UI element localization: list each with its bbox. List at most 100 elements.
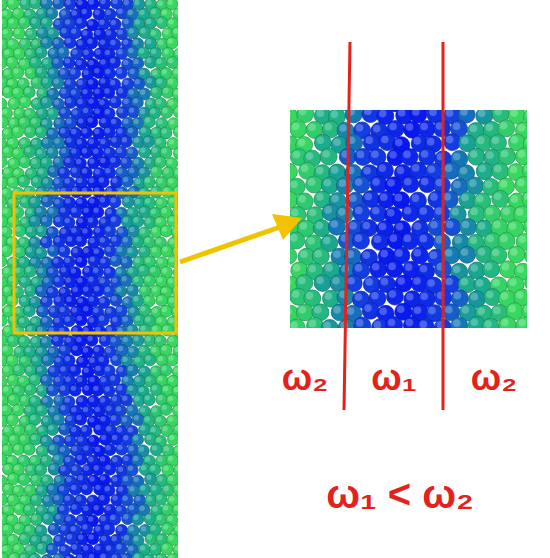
particle-highlight: [25, 147, 30, 152]
particle-highlight: [135, 316, 140, 321]
particle-highlight: [100, 258, 105, 263]
particle-body: [97, 314, 109, 326]
particle-highlight: [89, 238, 94, 243]
particle-highlight: [13, 68, 18, 73]
particle: [42, 354, 54, 366]
particle-highlight: [169, 239, 174, 244]
particle-body: [36, 305, 48, 317]
particle: [75, 314, 87, 326]
particle-highlight: [93, 268, 98, 273]
particle-highlight: [169, 139, 174, 144]
particle-highlight: [151, 9, 156, 14]
particle-highlight: [38, 386, 43, 391]
particle-highlight: [158, 356, 163, 361]
particle-highlight: [93, 386, 98, 391]
particle-highlight: [100, 237, 105, 242]
particle-body: [29, 0, 41, 9]
particle-highlight: [117, 128, 122, 133]
particle-highlight: [4, 327, 9, 332]
particle-highlight: [100, 158, 105, 163]
particle-highlight: [129, 107, 134, 112]
particle-highlight: [118, 88, 123, 93]
particle-highlight: [60, 108, 65, 113]
particle-body: [127, 106, 139, 118]
particle: [2, 28, 13, 40]
particle-highlight: [15, 226, 20, 231]
particle-body: [127, 46, 139, 58]
particle-highlight: [156, 337, 161, 342]
particle-body: [64, 37, 76, 49]
particle-highlight: [20, 40, 25, 45]
particle-highlight: [49, 69, 54, 74]
particle: [120, 274, 132, 286]
particle-highlight: [128, 128, 133, 133]
particle-body: [75, 256, 87, 268]
particle-highlight: [37, 149, 42, 154]
particle-highlight: [25, 10, 30, 15]
particle-highlight: [60, 128, 65, 133]
particle-highlight: [49, 367, 54, 372]
particle-highlight: [9, 18, 14, 23]
particle-highlight: [117, 385, 122, 390]
particle-body: [2, 314, 7, 326]
particle-body: [14, 225, 26, 237]
particle: [143, 176, 155, 188]
particle: [127, 106, 139, 118]
particle-body: [116, 106, 128, 118]
particle-highlight: [48, 268, 53, 273]
particle-highlight: [95, 228, 100, 233]
particle: [24, 384, 36, 396]
particle-highlight: [42, 397, 47, 402]
particle-highlight: [152, 88, 157, 93]
particle-highlight: [94, 10, 99, 15]
particle-highlight: [78, 218, 83, 223]
particle-highlight: [61, 148, 66, 153]
particle-highlight: [128, 268, 133, 273]
particle: [65, 136, 77, 148]
particle-highlight: [32, 78, 37, 83]
particle-highlight: [84, 385, 89, 390]
particle-highlight: [151, 347, 156, 352]
particle-highlight: [4, 49, 9, 54]
particle-highlight: [89, 357, 94, 362]
particle-highlight: [71, 129, 76, 134]
particle-highlight: [53, 58, 58, 63]
particle-highlight: [42, 297, 47, 302]
particle-highlight: [36, 127, 41, 132]
particle-body: [162, 86, 174, 98]
particle-body: [35, 285, 47, 297]
particle-highlight: [83, 50, 88, 55]
particle-highlight: [111, 119, 116, 124]
particle-body: [110, 294, 122, 306]
particle-highlight: [43, 78, 48, 83]
particle-body: [48, 245, 60, 257]
particle-highlight: [65, 316, 70, 321]
particle-body: [2, 334, 7, 346]
particle-body: [41, 77, 53, 89]
particle-highlight: [48, 90, 53, 95]
particle-highlight: [123, 99, 128, 104]
particle-highlight: [66, 98, 71, 103]
particle-highlight: [156, 99, 161, 104]
particle-highlight: [25, 110, 30, 115]
particle-highlight: [32, 338, 37, 343]
particle-body: [109, 156, 121, 168]
particle-highlight: [99, 19, 104, 24]
particle: [121, 394, 133, 406]
particle-highlight: [53, 79, 58, 84]
particle-highlight: [66, 119, 71, 124]
particle: [150, 86, 162, 98]
particle-highlight: [27, 169, 32, 174]
particle-highlight: [122, 396, 127, 401]
particle-highlight: [100, 59, 105, 64]
particle: [63, 315, 75, 327]
particle-highlight: [168, 100, 173, 105]
particle: [167, 56, 178, 68]
particle-highlight: [77, 80, 82, 85]
particle-body: [109, 196, 121, 208]
particle: [58, 245, 70, 257]
particle-highlight: [105, 168, 110, 173]
particle-highlight: [20, 18, 25, 23]
particle-highlight: [60, 247, 65, 252]
particle-highlight: [173, 69, 178, 74]
